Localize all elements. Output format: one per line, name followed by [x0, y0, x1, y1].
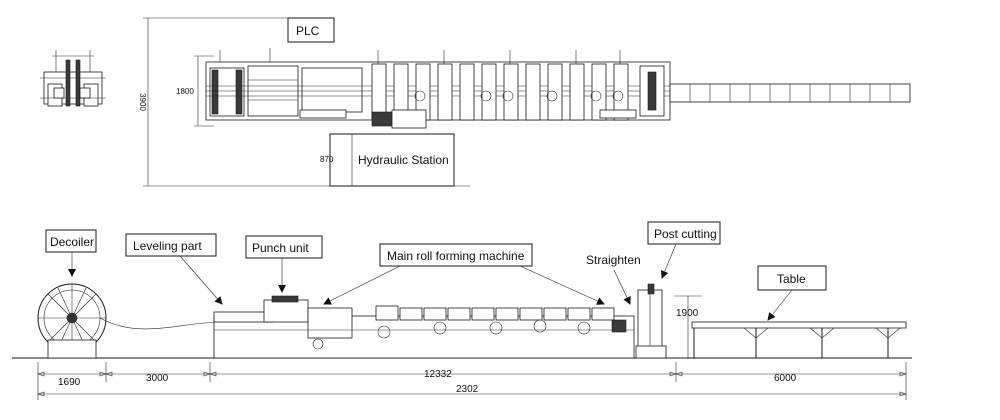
punch-callout: Punch unit	[245, 235, 323, 293]
side-view: 1900 Decoiler Leveling part Punch uni	[12, 221, 912, 400]
machine-top-view	[205, 48, 671, 129]
post-cutting-callout: Post cutting	[647, 221, 721, 279]
decoiler-dim-text: 1690	[58, 377, 81, 388]
main-machine-callout: Main roll forming machine	[323, 243, 605, 305]
table-label: Table	[777, 272, 806, 286]
table-dim-text: 6000	[774, 373, 797, 384]
machine-width-text: 1800	[176, 87, 194, 96]
machine-width-dimension: 1800	[176, 55, 214, 127]
total-dim-text: 2302	[456, 384, 479, 395]
straighten-label: Straighten	[586, 253, 641, 267]
dimension-chain: 1690 3000 12332 6000 2302	[37, 362, 907, 400]
decoiler-top-view	[40, 50, 106, 107]
plc-label: PLC	[296, 24, 320, 38]
machine-side-view	[213, 295, 635, 359]
leveling-label: Leveling part	[133, 239, 202, 253]
table-callout: Table	[757, 265, 827, 321]
punch-label: Punch unit	[252, 241, 309, 255]
output-table-side-view	[691, 321, 907, 358]
plc-box: PLC	[287, 17, 335, 43]
hydraulic-station-box: 870 Hydraulic Station	[320, 133, 455, 187]
height-dimension: 1900	[674, 295, 702, 358]
hydraulic-station-label: Hydraulic Station	[358, 153, 449, 167]
main-machine-label: Main roll forming machine	[387, 249, 525, 263]
decoiler-label: Decoiler	[50, 235, 94, 249]
post-cutting-unit	[635, 283, 667, 359]
roll-stations	[371, 50, 629, 121]
post-cutting-label: Post cutting	[654, 227, 717, 241]
gap-dim-text: 3000	[146, 373, 169, 384]
decoiler-callout: Decoiler	[45, 229, 97, 277]
leveling-callout: Leveling part	[125, 233, 223, 305]
machine-dim-text: 12332	[424, 369, 452, 380]
overall-height-text: 3900	[138, 93, 147, 111]
height-text: 1900	[676, 308, 699, 319]
straighten-label-group: Straighten	[586, 253, 641, 305]
output-table-top-view	[669, 83, 911, 103]
hydraulic-offset-text: 870	[320, 155, 334, 164]
decoiler-side-view	[37, 283, 223, 359]
top-view: 3900 1800	[40, 17, 911, 187]
